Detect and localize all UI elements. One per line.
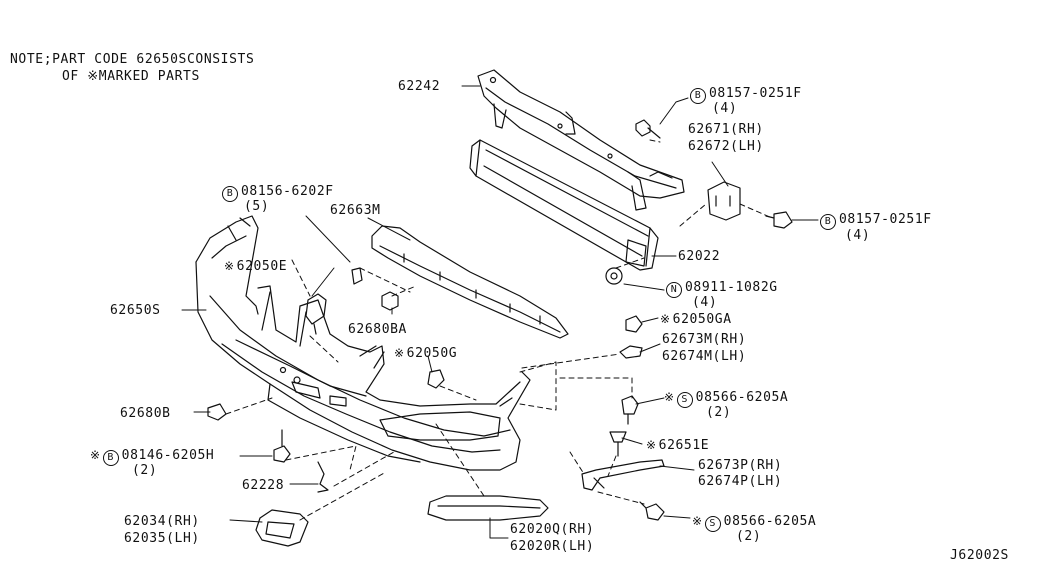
- diagram-code: J62002S: [950, 548, 1009, 563]
- star-mark-icon: ※: [394, 346, 405, 360]
- part-qty-08566-upper: (2): [706, 405, 732, 420]
- part-label-62680ba[interactable]: 62680BA: [348, 322, 407, 337]
- part-label-62673p[interactable]: 62673P(RH): [698, 458, 783, 473]
- part-qty-08157-top: (4): [712, 101, 738, 116]
- part-label-62680b[interactable]: 62680B: [120, 406, 171, 421]
- part-label-62020r[interactable]: 62020R(LH): [510, 539, 595, 554]
- part-label-62022[interactable]: 62022: [678, 249, 721, 264]
- b-marker-icon: B: [820, 214, 836, 230]
- part-label-62050ga[interactable]: ※62050GA: [660, 312, 732, 327]
- s-marker-icon: S: [704, 516, 721, 532]
- part-label-62020q[interactable]: 62020Q(RH): [510, 522, 595, 537]
- part-label-62674m[interactable]: 62674M(LH): [662, 349, 747, 364]
- side-bracket-62673p: [581, 459, 665, 491]
- part-label-62050e[interactable]: ※62050E: [224, 259, 288, 274]
- star-mark-icon: ※: [692, 514, 703, 528]
- part-qty-08566-lower: (2): [736, 529, 762, 544]
- star-mark-icon: ※: [224, 259, 235, 273]
- b-marker-icon: B: [222, 186, 238, 202]
- note-line-1: NOTE;PART CODE 62650SCONSISTS: [10, 52, 255, 67]
- part-label-62228[interactable]: 62228: [242, 478, 285, 493]
- part-label-62673m[interactable]: 62673M(RH): [662, 332, 747, 347]
- upper-bracket-62242: [477, 69, 685, 211]
- b-marker-icon: B: [102, 450, 119, 466]
- part-qty-08146: (2): [132, 463, 158, 478]
- part-label-62674p[interactable]: 62674P(LH): [698, 474, 783, 489]
- fog-grille-62034: [255, 509, 309, 547]
- part-qty-08911: (4): [692, 295, 718, 310]
- fasteners: [207, 119, 793, 521]
- part-label-62672[interactable]: 62672(LH): [688, 139, 764, 154]
- bumper-lamp-62020q: [427, 495, 549, 521]
- bumper-fascia-62650s: [195, 215, 531, 471]
- assembly-lines: [225, 139, 773, 521]
- part-label-62671[interactable]: 62671(RH): [688, 122, 764, 137]
- star-mark-icon: ※: [90, 448, 101, 462]
- n-marker-icon: N: [666, 282, 682, 298]
- reinforcement-beam-62022: [469, 139, 659, 271]
- star-mark-icon: ※: [646, 438, 657, 452]
- b-marker-icon: B: [690, 88, 706, 104]
- part-label-62242[interactable]: 62242: [398, 79, 441, 94]
- part-label-62034[interactable]: 62034(RH): [124, 514, 200, 529]
- part-label-62650s[interactable]: 62650S: [110, 303, 161, 318]
- part-label-62050g[interactable]: ※62050G: [394, 346, 458, 361]
- star-mark-icon: ※: [664, 390, 675, 404]
- part-label-62663m[interactable]: 62663M: [330, 203, 381, 218]
- part-qty-08157-right: (4): [845, 228, 871, 243]
- star-mark-icon: ※: [660, 312, 671, 326]
- part-label-62035[interactable]: 62035(LH): [124, 531, 200, 546]
- upper-retainer-62663m: [371, 225, 569, 339]
- leader-lines: [181, 85, 819, 539]
- note-line-2: OF ※MARKED PARTS: [62, 69, 200, 84]
- part-label-62651e[interactable]: ※62651E: [646, 438, 710, 453]
- s-marker-icon: S: [676, 392, 693, 408]
- part-qty-08156: (5): [244, 199, 270, 214]
